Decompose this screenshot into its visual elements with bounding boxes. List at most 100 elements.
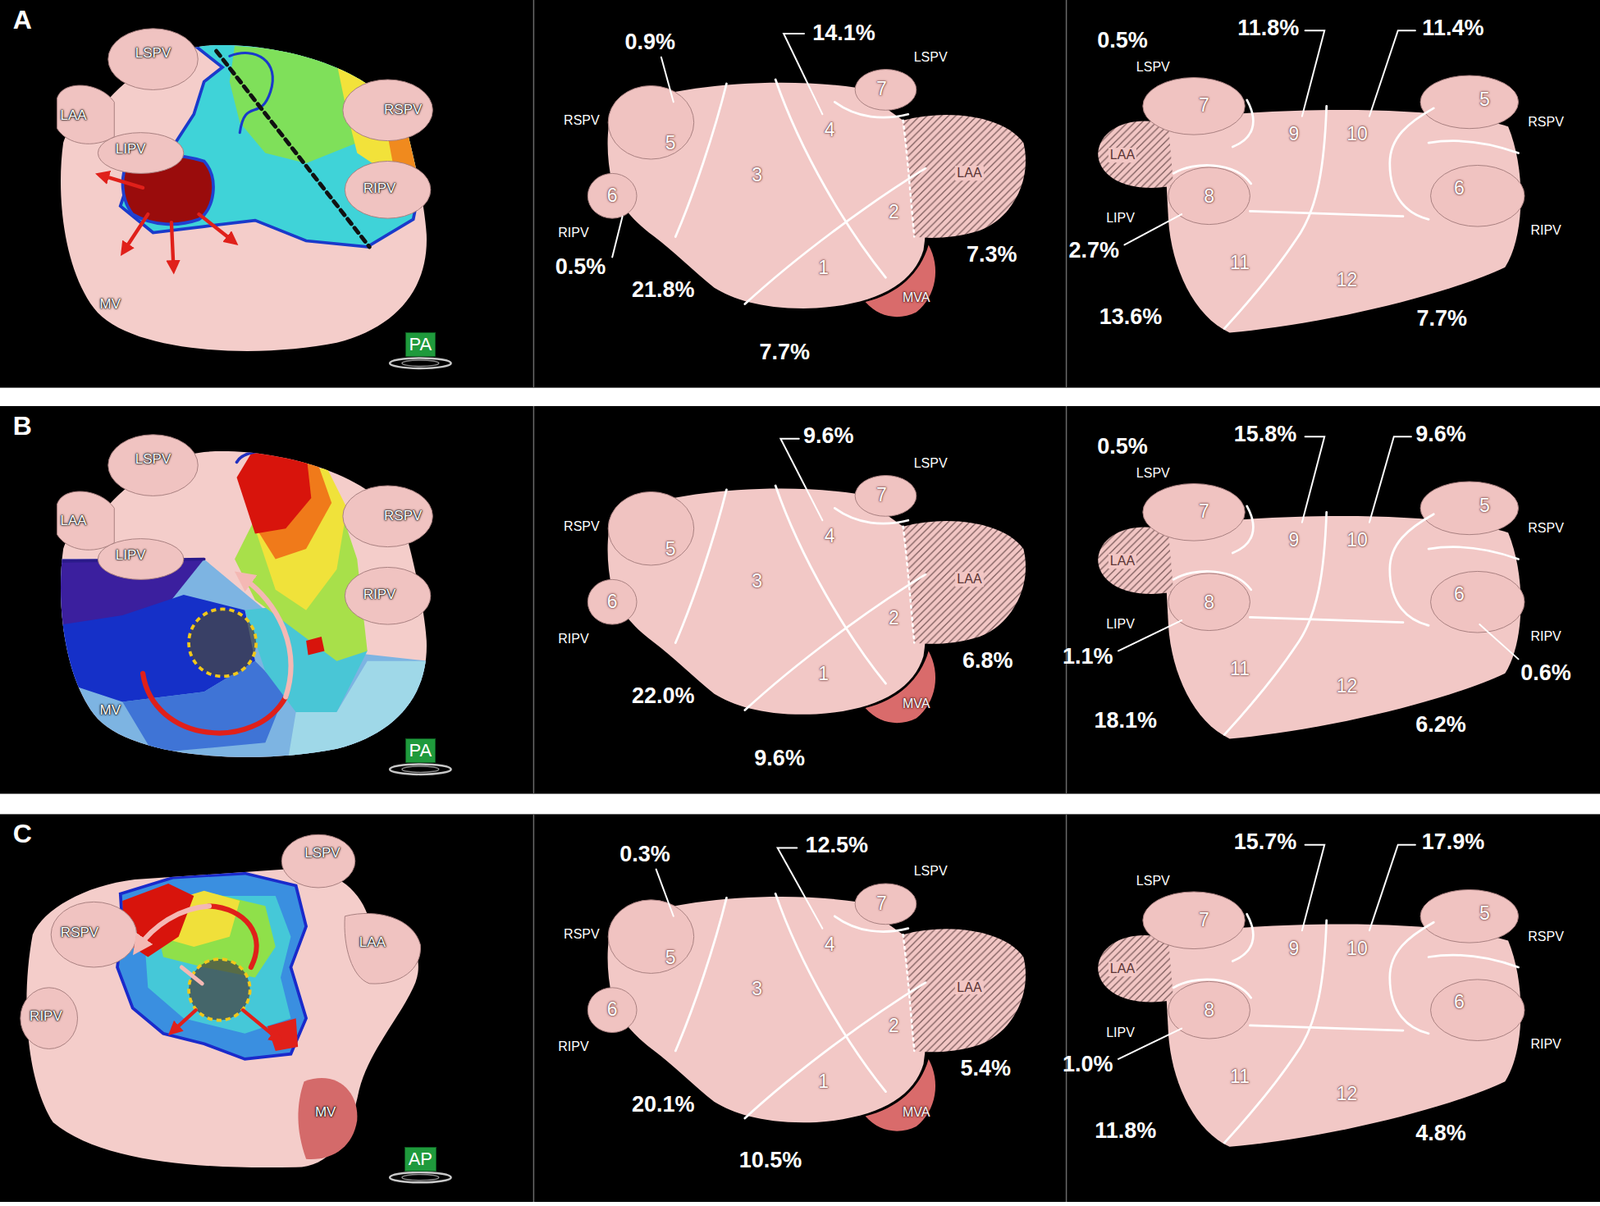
segment-number: 12 bbox=[1336, 269, 1358, 291]
segment-number: 2 bbox=[888, 201, 900, 223]
anatomy-label: RSPV bbox=[1527, 114, 1564, 130]
exit-arrow bbox=[173, 1010, 196, 1031]
vein-shape bbox=[854, 475, 917, 517]
percentage-label: 0.9% bbox=[624, 30, 676, 55]
vein-shape bbox=[108, 434, 198, 497]
segment-number: 10 bbox=[1346, 124, 1368, 146]
segment-number: 11 bbox=[1229, 252, 1250, 274]
percentage-label: 14.1% bbox=[812, 21, 876, 46]
anatomy-label: LIPV bbox=[1106, 617, 1135, 632]
segment-border bbox=[834, 916, 909, 933]
map-region bbox=[237, 447, 312, 535]
leader-line bbox=[1369, 436, 1412, 522]
segment-number: 2 bbox=[888, 1015, 900, 1037]
percentage-label: 11.4% bbox=[1421, 16, 1484, 42]
segment-border bbox=[675, 897, 727, 1052]
map-isochrone bbox=[237, 450, 312, 462]
percentage-label: 1.1% bbox=[1062, 644, 1114, 670]
segment-number: 8 bbox=[1203, 186, 1215, 207]
percentage-label: 5.4% bbox=[960, 1056, 1012, 1082]
divider bbox=[1065, 406, 1067, 795]
segment-number: 1 bbox=[818, 257, 829, 279]
anatomy-label: RSPV bbox=[1527, 929, 1564, 945]
segment-number: 9 bbox=[1289, 938, 1300, 960]
anatomy-label: LAA bbox=[1108, 962, 1137, 978]
anatomy-label: LAA bbox=[955, 166, 983, 182]
segment-number: 10 bbox=[1346, 530, 1368, 551]
segment-number: 9 bbox=[1289, 530, 1300, 551]
vein-shape bbox=[854, 69, 917, 111]
anatomy-label: RIPV bbox=[1530, 223, 1561, 238]
segment-border bbox=[903, 934, 915, 1052]
segment-border bbox=[1389, 922, 1434, 1034]
segment-number: 4 bbox=[824, 934, 836, 956]
anatomy-label: RIPV bbox=[1530, 1037, 1561, 1053]
vein-shape bbox=[97, 132, 183, 174]
segment-number: 8 bbox=[1203, 1001, 1215, 1022]
percentage-label: 9.6% bbox=[803, 424, 855, 449]
segment-number: 5 bbox=[1479, 904, 1491, 925]
segment-number: 7 bbox=[876, 893, 887, 915]
reentry-arrow bbox=[242, 577, 291, 698]
percentage-label: 15.7% bbox=[1234, 830, 1298, 855]
segment-border bbox=[1389, 108, 1434, 220]
segment-number: 5 bbox=[665, 133, 677, 155]
segment-border bbox=[1249, 1025, 1404, 1031]
anatomy-label: LSPV bbox=[914, 50, 948, 65]
anatomy-label: LAA bbox=[955, 572, 983, 588]
panel-ground bbox=[0, 0, 1600, 389]
anatomy-label: RSPV bbox=[563, 519, 600, 535]
appendage-shape bbox=[57, 491, 115, 550]
vein-shape bbox=[1430, 164, 1525, 227]
vein-shape bbox=[587, 173, 637, 219]
vein-shape bbox=[20, 987, 78, 1050]
mitral-valve bbox=[297, 1078, 357, 1160]
map-region bbox=[306, 636, 325, 655]
map-region bbox=[122, 661, 286, 754]
vein-shape bbox=[608, 85, 694, 160]
ablation-line bbox=[216, 50, 371, 247]
vein-shape bbox=[1430, 979, 1525, 1042]
segment-border bbox=[1224, 512, 1326, 735]
segment-border bbox=[775, 79, 886, 278]
percentage-label: 22.0% bbox=[631, 685, 695, 710]
segment-number: 7 bbox=[1198, 96, 1210, 117]
vein-shape bbox=[1168, 573, 1250, 631]
segment-border bbox=[1224, 105, 1326, 329]
percentage-label: 10.5% bbox=[739, 1148, 803, 1174]
segment-number: 7 bbox=[1198, 909, 1210, 931]
percentage-label: 7.7% bbox=[759, 340, 811, 366]
percentage-label: 0.6% bbox=[1520, 661, 1572, 686]
atrium-schematic bbox=[608, 489, 927, 715]
percentage-label: 0.5% bbox=[1097, 434, 1148, 460]
percentage-label: 2.7% bbox=[1068, 238, 1120, 264]
anatomy-label: LSPV bbox=[1136, 59, 1171, 75]
appendage-hatched bbox=[903, 114, 1026, 238]
appendage-hatched bbox=[1097, 526, 1174, 595]
vein-shape bbox=[344, 160, 430, 219]
vein-shape bbox=[1420, 75, 1518, 129]
segment-number: 11 bbox=[1229, 1067, 1250, 1088]
anatomy-label: LSPV bbox=[135, 451, 171, 467]
vein-shape bbox=[587, 579, 637, 625]
percentage-label: 4.8% bbox=[1415, 1121, 1467, 1147]
segment-border bbox=[675, 83, 727, 238]
segment-border bbox=[903, 526, 915, 644]
segment-border bbox=[1249, 210, 1404, 216]
anatomy-label: LAA bbox=[59, 513, 87, 530]
reentry-arrow bbox=[138, 905, 210, 947]
vein-shape bbox=[1420, 481, 1518, 535]
leader-line bbox=[1479, 624, 1518, 659]
segment-border bbox=[1173, 571, 1252, 590]
anatomy-label: LIPV bbox=[115, 547, 147, 563]
divider bbox=[533, 406, 535, 795]
segment-border bbox=[775, 893, 886, 1092]
panel-ground bbox=[0, 813, 1600, 1203]
anatomy-label: LSPV bbox=[135, 45, 171, 61]
segment-number: 4 bbox=[824, 120, 836, 142]
reentry-arrow bbox=[142, 673, 286, 734]
